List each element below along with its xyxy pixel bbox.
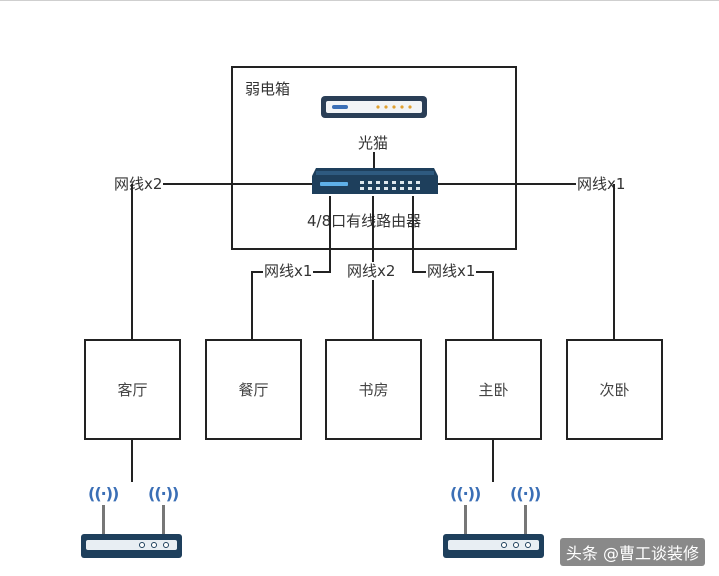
cable-master-ap	[492, 440, 494, 482]
router-downlink-study	[372, 196, 374, 272]
room-master-label: 主卧	[478, 381, 509, 399]
cable-label-dining: 网线x1	[263, 262, 314, 280]
wireless-ap-master	[443, 534, 544, 558]
room-dining: 餐厅	[205, 339, 302, 440]
wifi-signal-icon: ((·))	[148, 484, 179, 503]
antenna-icon	[162, 505, 165, 535]
cable-label-right: 网线x1	[576, 175, 627, 193]
top-divider	[0, 0, 719, 1]
room-master: 主卧	[445, 339, 542, 440]
room-study-label: 书房	[358, 381, 389, 399]
wireless-ap-living	[81, 534, 182, 558]
watermark: 头条 @曹工谈装修	[559, 538, 705, 566]
modem-router-link	[373, 152, 375, 170]
antenna-icon	[102, 505, 105, 535]
cable-living-room	[131, 184, 133, 341]
router-downlink-master	[412, 196, 414, 272]
cable-label-study: 网线x2	[346, 262, 397, 280]
cable-study-v	[372, 271, 374, 341]
room-living-label: 客厅	[117, 381, 148, 399]
router-label: 4/8口有线路由器	[306, 212, 423, 230]
trunk-line-left	[132, 183, 312, 185]
wifi-signal-icon: ((·))	[88, 484, 119, 503]
antenna-icon	[524, 505, 527, 535]
cable-label-master: 网线x1	[426, 262, 477, 280]
cable-second-bedroom	[613, 184, 615, 341]
antenna-icon	[464, 505, 467, 535]
cable-label-left: 网线x2	[113, 175, 164, 193]
room-dining-label: 餐厅	[238, 381, 269, 399]
cable-dining-v	[251, 271, 253, 341]
room-second-label: 次卧	[599, 381, 630, 399]
room-living: 客厅	[84, 339, 181, 440]
cable-living-ap	[131, 440, 133, 482]
room-study: 书房	[325, 339, 422, 440]
trunk-line-right	[438, 183, 614, 185]
cable-master-v	[492, 271, 494, 341]
cabinet-title: 弱电箱	[244, 80, 292, 98]
router-icon	[312, 168, 438, 194]
room-second: 次卧	[566, 339, 663, 440]
wifi-signal-icon: ((·))	[450, 484, 481, 503]
wifi-signal-icon: ((·))	[510, 484, 541, 503]
router-downlink-dining	[329, 196, 331, 272]
modem-icon	[321, 96, 427, 118]
modem-label: 光猫	[357, 134, 390, 152]
